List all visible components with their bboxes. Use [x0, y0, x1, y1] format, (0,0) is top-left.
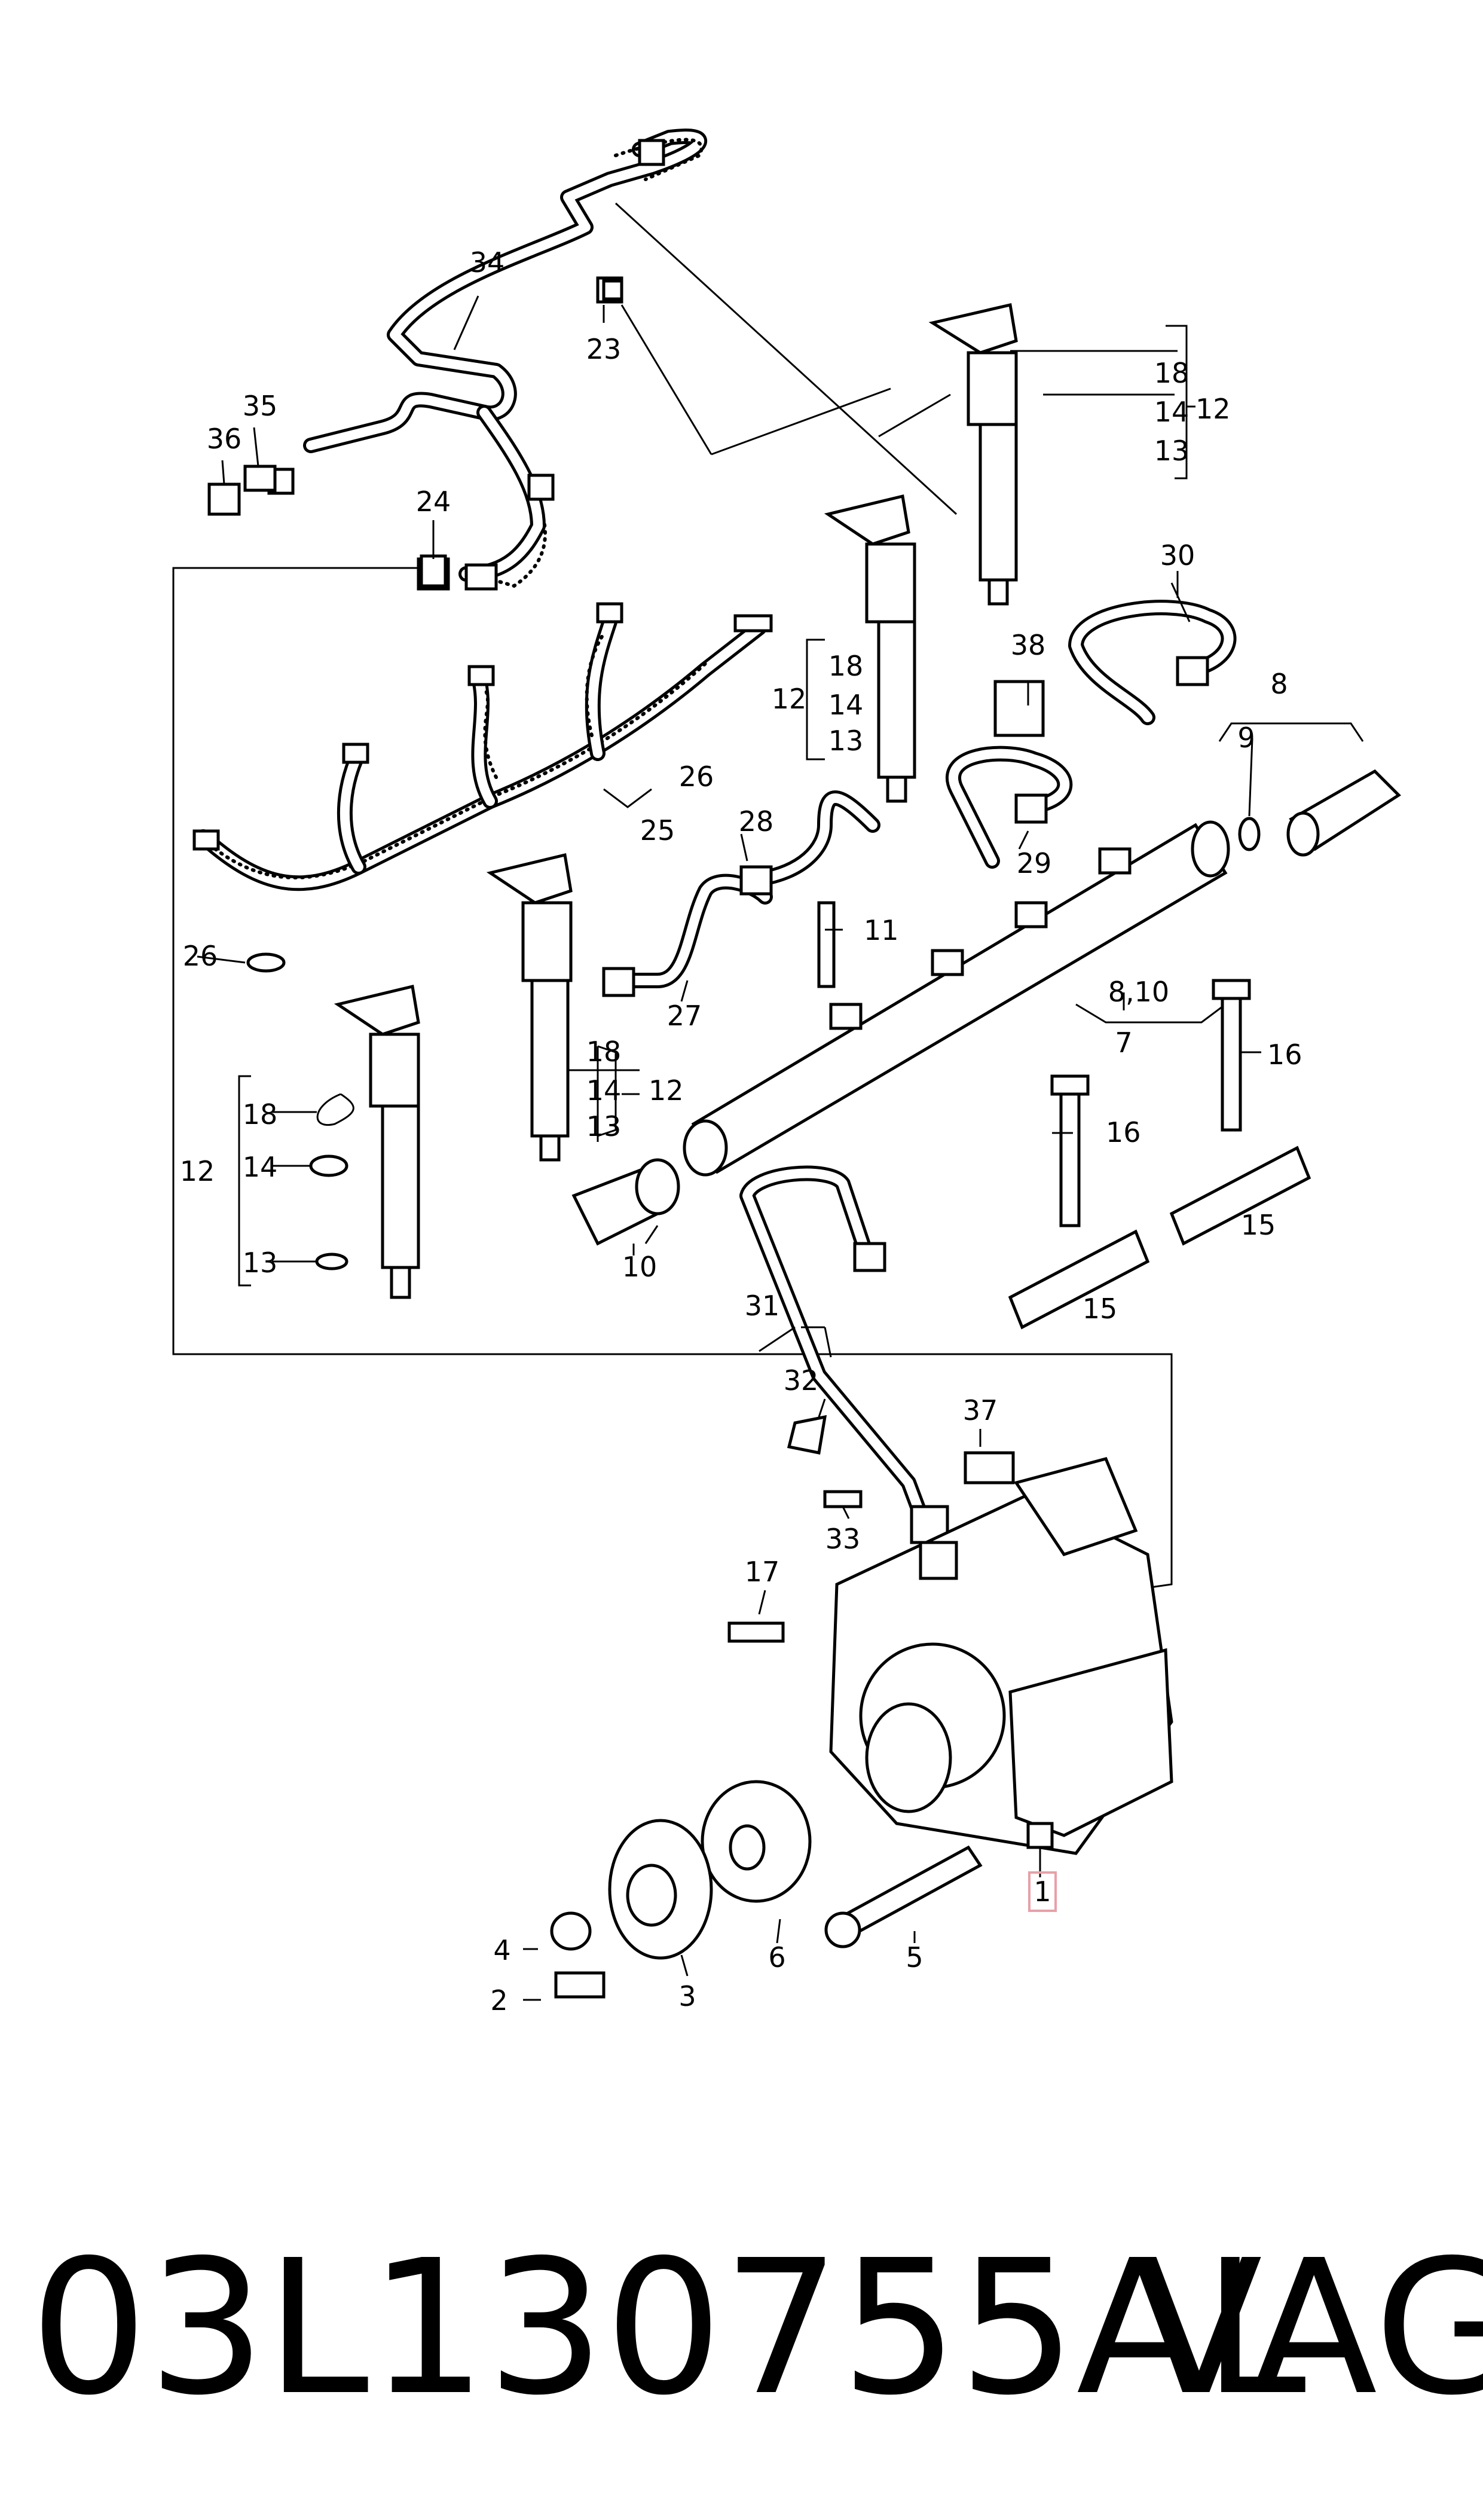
- small-parts: [207, 279, 1045, 1643]
- callout-9: 9: [1237, 722, 1255, 754]
- callout-13-centre: 13: [828, 725, 864, 757]
- callout-17: 17: [745, 1556, 780, 1588]
- brackets: [817, 901, 1311, 1330]
- fuel-lines: [602, 600, 1237, 1544]
- callout-14-left: 14: [243, 1151, 278, 1183]
- callout-18-top: 18: [1154, 357, 1190, 389]
- injector-left: [334, 984, 420, 1299]
- callout-3: 3: [678, 1980, 696, 2012]
- callout-27: 27: [667, 1000, 702, 1032]
- callout-6: 6: [768, 1941, 785, 1974]
- callout-12-left: 12: [180, 1155, 215, 1187]
- callout-11: 11: [864, 914, 899, 946]
- drive-parts: [550, 1780, 983, 1999]
- callout-1: 1: [1033, 1876, 1051, 1908]
- callout-18-left: 18: [243, 1098, 278, 1131]
- callout-15-a: 15: [1083, 1293, 1118, 1325]
- callout-30: 30: [1160, 539, 1195, 572]
- callout-13-left: 13: [243, 1247, 278, 1279]
- callout-38: 38: [1011, 629, 1046, 661]
- callout-16-b: 16: [1267, 1038, 1302, 1071]
- injector-top-right: [928, 303, 1018, 606]
- wiring-harness: [192, 129, 773, 891]
- callout-24: 24: [416, 485, 451, 518]
- callout-32: 32: [784, 1364, 819, 1397]
- callout-13-top: 13: [1154, 435, 1190, 467]
- callout-35: 35: [243, 390, 278, 422]
- pressure-sensor: [1218, 722, 1401, 857]
- callout-31: 31: [745, 1290, 780, 1322]
- injector-left-centre: [486, 853, 573, 1162]
- callout-4: 4: [493, 1934, 510, 1966]
- injector-centre: [824, 494, 916, 803]
- callout-5: 5: [906, 1941, 923, 1974]
- callout-29: 29: [1017, 847, 1052, 879]
- callout-26-left: 26: [183, 940, 218, 972]
- fuel-rail: [683, 820, 1230, 1177]
- callout-10: 10: [622, 1251, 658, 1283]
- brand-caption: VAG: [1136, 2220, 1483, 2436]
- callout-14-top: 14: [1154, 396, 1190, 428]
- callout-16-a: 16: [1106, 1116, 1141, 1148]
- callout-8: 8: [1270, 668, 1288, 700]
- callout-2: 2: [490, 1984, 507, 2017]
- high-pressure-pump: [829, 1457, 1173, 1855]
- pressure-regulator: [571, 1158, 680, 1246]
- highlight-box-item-1: [1028, 1871, 1057, 1912]
- callout-12-top: 12: [1195, 393, 1231, 425]
- seals: [246, 817, 1261, 1270]
- callout-37: 37: [963, 1394, 998, 1427]
- frame-lines: [172, 202, 1173, 1592]
- callout-14-centre: 14: [828, 689, 864, 721]
- callout-labels: 1 2 3 4 5 6 7 8 8,10 9 10 11 12 18 14 13…: [180, 246, 1302, 2017]
- callout-15-b: 15: [1241, 1209, 1276, 1241]
- callout-36: 36: [207, 423, 242, 455]
- callout-28: 28: [739, 805, 774, 838]
- callout-8-10: 8,10: [1108, 976, 1169, 1008]
- callout-12-lc: 12: [649, 1074, 684, 1107]
- callout-34: 34: [470, 246, 505, 279]
- callout-23: 23: [586, 333, 622, 365]
- callout-7: 7: [1115, 1027, 1132, 1059]
- callout-13-lc: 13: [586, 1110, 622, 1143]
- callout-25: 25: [640, 814, 675, 847]
- callout-12-centre: 12: [772, 683, 807, 715]
- callout-18-centre: 18: [828, 650, 864, 682]
- callout-33: 33: [825, 1523, 861, 1555]
- callout-26-top: 26: [679, 760, 714, 793]
- callout-18-lc: 18: [586, 1036, 622, 1068]
- callout-14-lc: 14: [586, 1074, 622, 1107]
- part-number-caption: 03L130755AL: [30, 2220, 1307, 2436]
